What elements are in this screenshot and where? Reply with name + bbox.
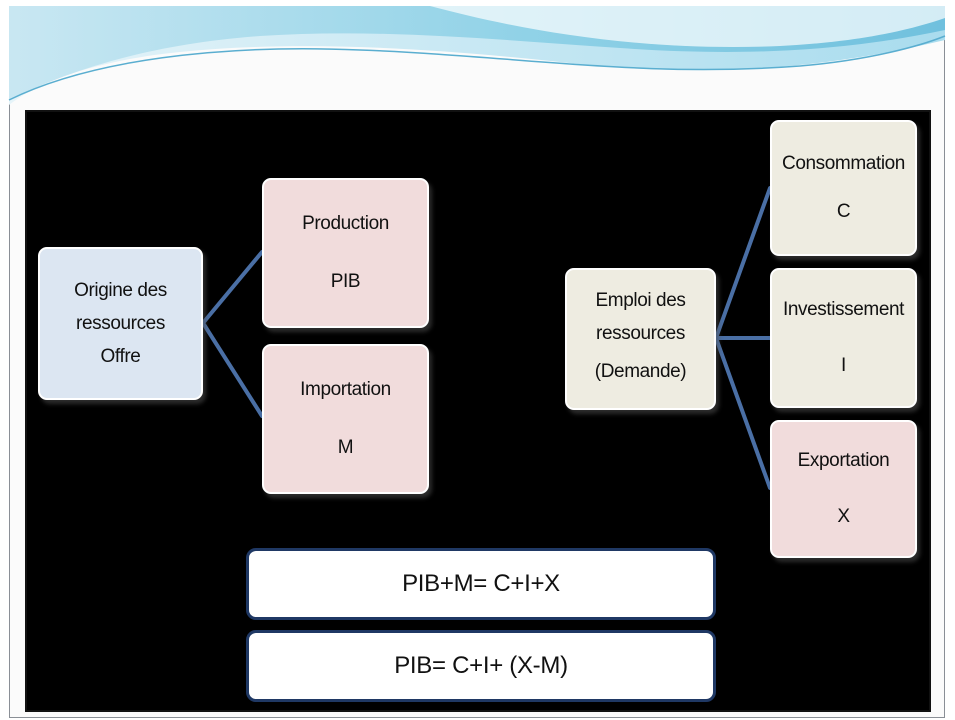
- consommation-box: Consommation C: [770, 120, 917, 256]
- origin-line-3: Offre: [100, 345, 141, 367]
- production-title: Production: [302, 213, 389, 234]
- production-symbol: PIB: [330, 271, 361, 292]
- importation-symbol: M: [337, 437, 354, 458]
- use-of-resources-box: Emploi des ressources (Demande): [565, 268, 716, 410]
- exportation-title: Exportation: [797, 450, 890, 471]
- formula-equilibrium: PIB+M= C+I+X: [246, 548, 716, 620]
- production-box: Production PIB: [262, 178, 429, 328]
- investissement-symbol: I: [841, 355, 846, 376]
- origin-line-1: Origine des: [74, 279, 167, 301]
- origin-of-resources-box: Origine des ressources Offre: [38, 247, 203, 400]
- origin-line-2: ressources: [76, 312, 165, 334]
- importation-title: Importation: [300, 379, 391, 400]
- investissement-box: Investissement I: [770, 268, 917, 408]
- emploi-line-1: Emploi des: [595, 290, 686, 311]
- exportation-box: Exportation X: [770, 420, 917, 558]
- consommation-title: Consommation: [782, 153, 905, 174]
- emploi-line-2: ressources: [596, 323, 685, 344]
- importation-box: Importation M: [262, 344, 429, 494]
- investissement-title: Investissement: [782, 299, 905, 320]
- header-swoosh-decoration: [8, 6, 946, 105]
- emploi-line-3: (Demande): [594, 361, 687, 382]
- formula-gdp: PIB= C+I+ (X-M): [246, 630, 716, 702]
- exportation-symbol: X: [837, 506, 850, 527]
- consommation-symbol: C: [836, 201, 851, 222]
- formula-2-text: PIB= C+I+ (X-M): [394, 652, 568, 679]
- formula-1-text: PIB+M= C+I+X: [402, 570, 560, 597]
